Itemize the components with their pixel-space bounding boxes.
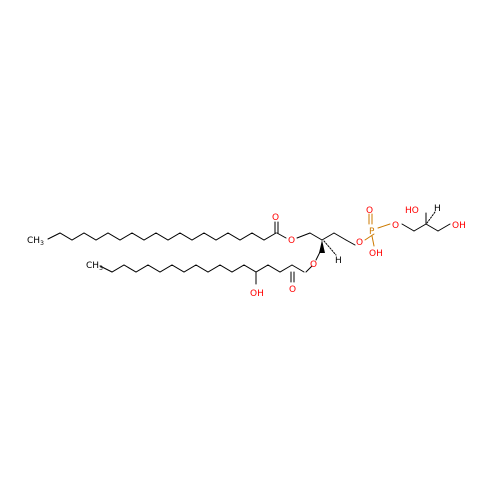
terminal-glycerol-c1 <box>401 223 415 232</box>
phosphate-o-left-bond <box>364 233 375 241</box>
backbone-c4-o <box>345 239 356 246</box>
stereo-hash-h-2 <box>426 211 436 224</box>
phosphate-o-left-label: O <box>356 238 363 248</box>
phosphate-o-right-bond <box>377 223 391 229</box>
hydroxy-chain-label: OH <box>250 289 264 299</box>
terminal-glycerol-oh-end <box>437 223 451 232</box>
atom-labels: CH3 CH3 O O O O OH H O P O OH O HO H OH <box>27 204 466 299</box>
phosphate-p-label: P <box>369 227 375 237</box>
phosphate-group <box>364 213 391 247</box>
stereo-hash-h <box>323 240 337 256</box>
methyl-top-label: CH3 <box>27 236 44 247</box>
terminal-glycerol-c2 <box>413 223 427 232</box>
glycerol-oh-end-label: OH <box>452 221 466 231</box>
glycerol-backbone <box>309 232 356 256</box>
upper-ester-bond-right <box>296 232 311 239</box>
stereo-h-label-2: H <box>434 204 441 214</box>
ester-o-mid-label: O <box>310 260 317 270</box>
lower-ester-o-bond <box>305 265 313 273</box>
upper-ester-bond-left <box>276 232 287 239</box>
lower-ester-to-backbone <box>315 251 321 261</box>
stereo-h-label-1: H <box>335 256 342 266</box>
lower-acyl-chain <box>99 251 321 285</box>
backbone-c3-c4 <box>333 232 347 241</box>
backbone-c1-c2 <box>309 232 323 241</box>
phosphate-o-right-label: O <box>392 221 399 231</box>
glycerol-ho-top-label: HO <box>405 206 419 216</box>
ester-o-top-label: O <box>288 236 295 246</box>
lower-ester-bond <box>291 264 305 273</box>
phosphate-oh-bond <box>371 235 375 247</box>
carbonyl-o-bottom-label: O <box>289 285 296 295</box>
upper-acyl-chain <box>47 221 311 241</box>
methyl-bottom-label: CH3 <box>86 261 103 272</box>
terminal-glycerol-c3 <box>425 223 439 232</box>
phosphate-oh-label: OH <box>369 249 383 259</box>
lower-chain-backbone <box>99 264 293 273</box>
carbonyl-o-top-label: O <box>272 213 279 223</box>
upper-chain-backbone <box>47 232 277 241</box>
backbone-c2-c3 <box>321 232 335 241</box>
stereo-wedge-upper <box>319 240 325 253</box>
terminal-glycerol <box>401 211 451 232</box>
phosphate-o-double-label: O <box>366 206 373 216</box>
